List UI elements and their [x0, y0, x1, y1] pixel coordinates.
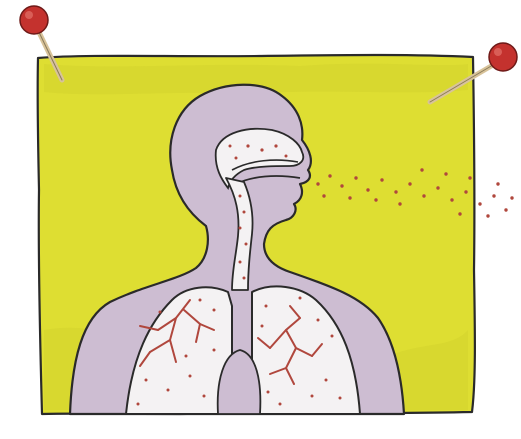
respiratory-illustration — [0, 0, 521, 439]
illustration-canvas — [0, 0, 521, 439]
